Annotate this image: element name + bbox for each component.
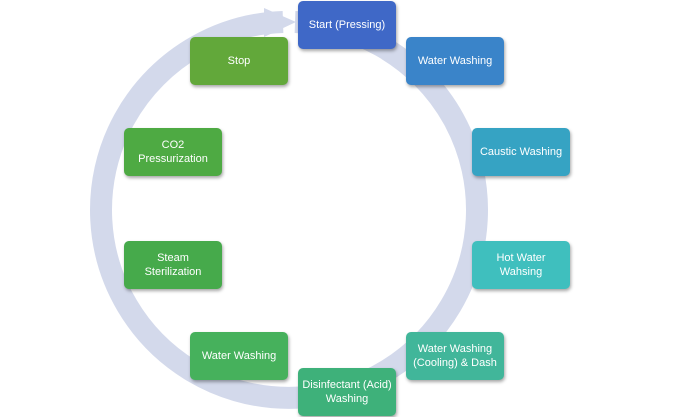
step-label: Water Washing <box>417 55 493 67</box>
step-label: Caustic Washing <box>479 146 563 158</box>
step-label: CO2 Pressurization <box>138 139 208 165</box>
step-co2-pressurization: CO2 Pressurization <box>124 128 222 176</box>
step-label: Steam Sterilization <box>144 252 202 278</box>
step-water-washing-cooling-dash: Water Washing (Cooling) & Dash <box>406 332 504 380</box>
step-caustic-washing: Caustic Washing <box>472 128 570 176</box>
step-label: Stop <box>227 55 251 67</box>
step-label: Start (Pressing) <box>308 19 386 31</box>
step-start-pressing: Start (Pressing) <box>298 1 396 49</box>
step-hot-water-washing: Hot Water Wahsing <box>472 241 570 289</box>
cycle-arrow-head <box>264 8 296 37</box>
step-label: Disinfectant (Acid) Washing <box>302 379 392 405</box>
step-water-washing-1: Water Washing <box>406 37 504 85</box>
step-label: Hot Water Wahsing <box>496 252 546 278</box>
cycle-ring-path <box>90 11 488 409</box>
step-water-washing-2: Water Washing <box>190 332 288 380</box>
step-label: Water Washing <box>201 350 277 362</box>
step-stop: Stop <box>190 37 288 85</box>
step-label: Water Washing (Cooling) & Dash <box>413 343 497 369</box>
step-disinfectant-acid-washing: Disinfectant (Acid) Washing <box>298 368 396 416</box>
step-steam-sterilization: Steam Sterilization <box>124 241 222 289</box>
